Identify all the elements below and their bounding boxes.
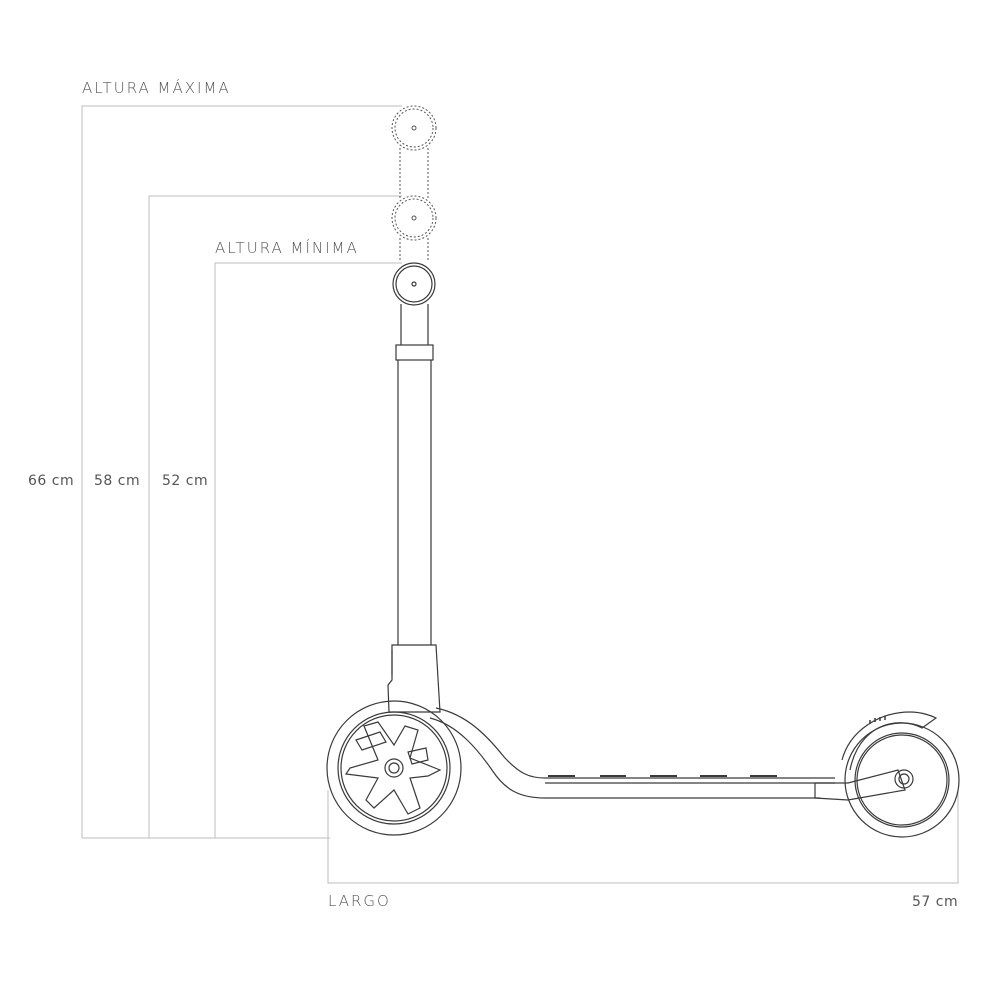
handlebar bbox=[392, 262, 436, 306]
min-height-value: 52 cm bbox=[162, 473, 209, 489]
max-height-label: ALTURA MÁXIMA bbox=[82, 79, 231, 97]
handlebar-max-ghost bbox=[391, 105, 437, 262]
length-value: 57 cm bbox=[912, 894, 959, 910]
length-label: LARGO bbox=[328, 892, 391, 910]
min-height-label: ALTURA MÍNIMA bbox=[215, 239, 359, 257]
dimension-lines bbox=[81, 105, 959, 884]
deck bbox=[429, 707, 835, 799]
mid-height-value: 58 cm bbox=[94, 473, 141, 489]
stem bbox=[387, 304, 441, 713]
max-height-value: 66 cm bbox=[28, 473, 75, 489]
front-wheel bbox=[326, 700, 462, 836]
rear-wheel bbox=[814, 711, 960, 838]
